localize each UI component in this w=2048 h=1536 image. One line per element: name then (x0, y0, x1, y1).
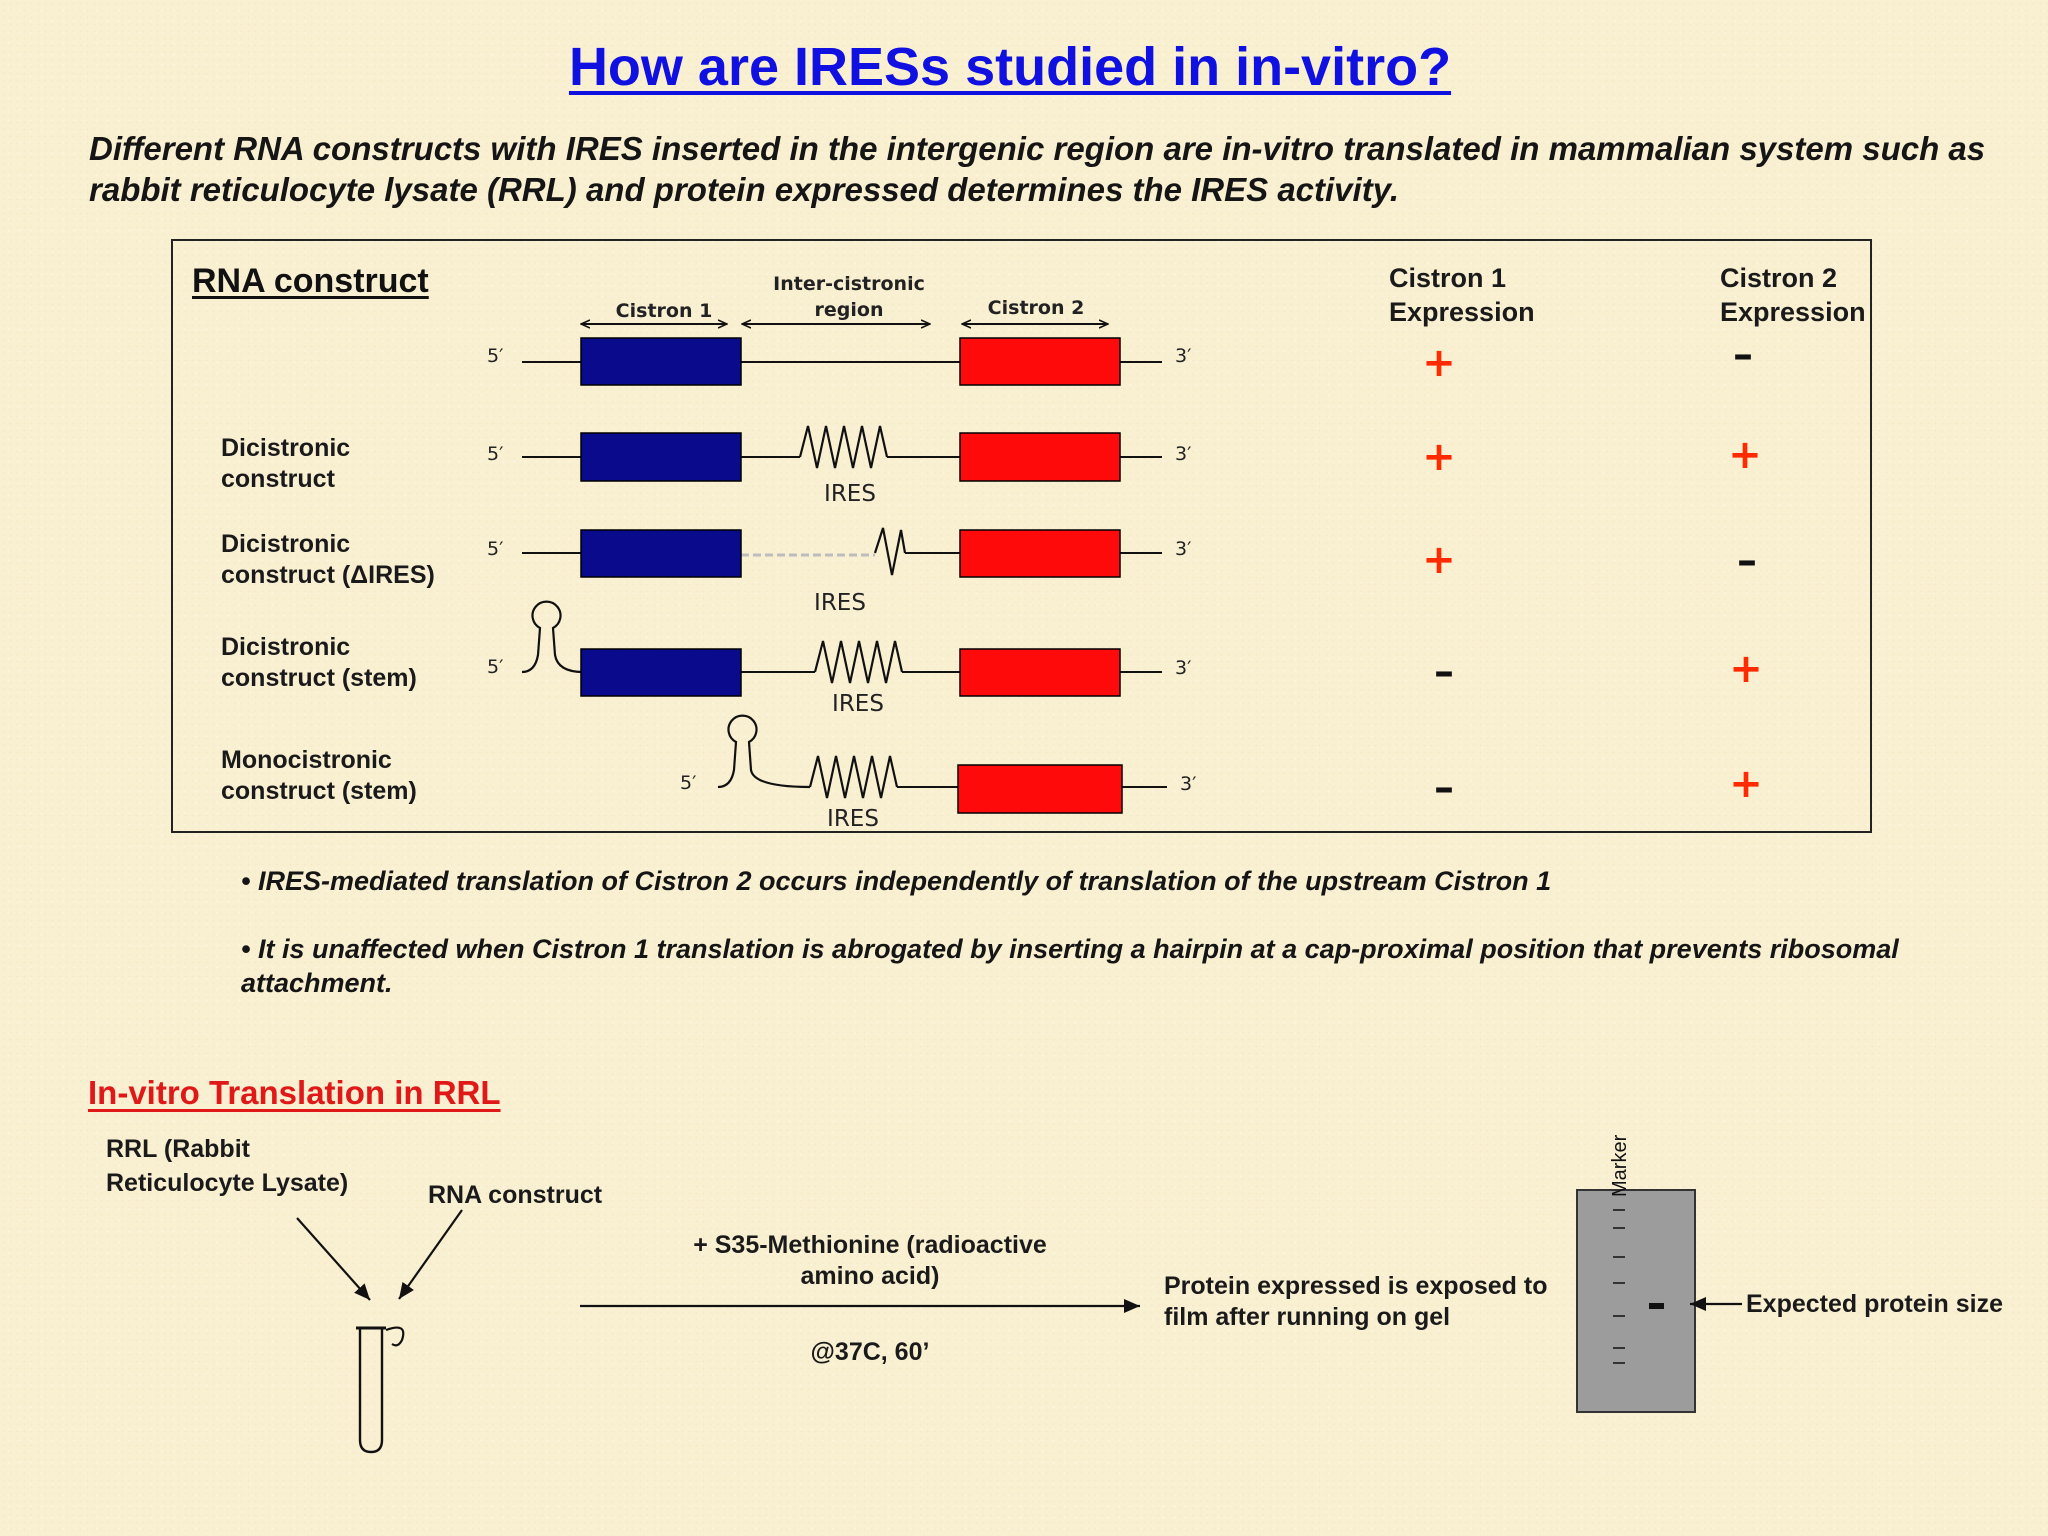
cistron2-box (959, 529, 1121, 578)
bullet-1: • IRES-mediated translation of Cistron 2… (241, 866, 1552, 896)
expected-size-label: Expected protein size (1746, 1290, 2004, 1318)
ires-zigzag (813, 640, 904, 684)
row5-cistron2-result: + (1729, 761, 1763, 807)
intro-text: Different RNA constructs with IRES inser… (89, 130, 1986, 208)
rrl-arrow (296, 1217, 371, 1301)
three-prime-label: 3′ (1175, 657, 1191, 679)
test-tube-icon (356, 1326, 405, 1454)
gel-image (1576, 1189, 1696, 1413)
cistron2-region-label: Cistron 2 (988, 297, 1085, 319)
intercistronic-region-label-1: Inter-cistronic (773, 273, 925, 295)
intercistronic-region-label-2: region (815, 299, 884, 321)
five-prime-label: 5′ (487, 443, 503, 465)
construct-row-base: 5′ 3′ (487, 337, 1191, 386)
row-label-dicistronic-delta-ires: Dicistronic construct (ΔIRES) (221, 530, 435, 589)
row5-cistron1-result: – (1434, 765, 1454, 811)
hairpin-stem (717, 714, 811, 789)
cistron1-box (580, 432, 742, 482)
three-prime-label: 3′ (1175, 443, 1191, 465)
rna-construct-label: RNA construct (428, 1181, 603, 1209)
section-heading: In-vitro Translation in RRL (88, 1074, 501, 1111)
row1-cistron1-result: + (1422, 340, 1456, 386)
construct-panel (171, 239, 1872, 833)
construct-row-monocistronic: 5′ 3′ IRES (680, 714, 1196, 832)
ires-label: IRES (814, 590, 866, 616)
ires-fragment (873, 527, 907, 576)
ires-label: IRES (824, 481, 876, 507)
row3-cistron1-result: + (1422, 537, 1456, 583)
row2-cistron2-result: + (1728, 432, 1762, 478)
panel-heading: RNA construct (192, 262, 429, 300)
cistron2-box (959, 337, 1121, 386)
three-prime-label: 3′ (1180, 773, 1196, 795)
construct-row-dicistronic: 5′ 3′ IRES (487, 425, 1191, 507)
five-prime-label: 5′ (487, 538, 503, 560)
cistron1-box (580, 529, 742, 578)
marker-lane (1613, 1209, 1625, 1364)
reaction-label: + S35-Methionine (radioactive amino acid… (693, 1231, 1047, 1290)
five-prime-label: 5′ (680, 772, 696, 794)
ires-label: IRES (832, 691, 884, 717)
cistron1-expression-header: Cistron 1 Expression (1389, 263, 1535, 327)
cistron2-expression-header: Cistron 2 Expression (1720, 263, 1866, 327)
row4-cistron1-result: – (1434, 649, 1454, 695)
result-label: Protein expressed is exposed to film aft… (1164, 1272, 1548, 1331)
ires-zigzag (808, 755, 899, 799)
three-prime-label: 3′ (1175, 538, 1191, 560)
construct-row-stem: 5′ 3′ IRES (487, 600, 1191, 717)
row-label-dicistronic-stem: Dicistronic construct (stem) (221, 633, 417, 692)
ires-label: IRES (827, 806, 879, 832)
construct-row-delta-ires: 5′ 3′ IRES (487, 527, 1191, 616)
ires-zigzag (798, 425, 889, 469)
condition-label: @37C, 60’ (810, 1338, 930, 1366)
row1-cistron2-result: – (1733, 332, 1753, 378)
rna-arrow (398, 1209, 463, 1300)
protein-band (1649, 1303, 1664, 1309)
row3-cistron2-result: – (1737, 538, 1757, 584)
cistron1-box (580, 648, 742, 697)
rrl-label: RRL (Rabbit Reticulocyte Lysate) (106, 1135, 349, 1197)
marker-label: Marker (1609, 1134, 1631, 1197)
three-prime-label: 3′ (1175, 345, 1191, 367)
row4-cistron2-result: + (1729, 646, 1763, 692)
cistron1-region-label: Cistron 1 (616, 300, 713, 322)
cistron2-box (957, 764, 1123, 814)
row-label-monocistronic-stem: Monocistronic construct (stem) (221, 746, 417, 805)
cistron1-box (580, 337, 742, 386)
cistron2-box (959, 648, 1121, 697)
row2-cistron1-result: + (1422, 434, 1456, 480)
bullet-2: • It is unaffected when Cistron 1 transl… (241, 934, 1899, 998)
hairpin-stem (521, 600, 584, 674)
cistron2-box (959, 432, 1121, 482)
five-prime-label: 5′ (487, 656, 503, 678)
five-prime-label: 5′ (487, 345, 503, 367)
row-label-dicistronic: Dicistronic construct (221, 434, 351, 493)
page-title: How are IRESs studied in in-vitro? (568, 37, 1452, 97)
